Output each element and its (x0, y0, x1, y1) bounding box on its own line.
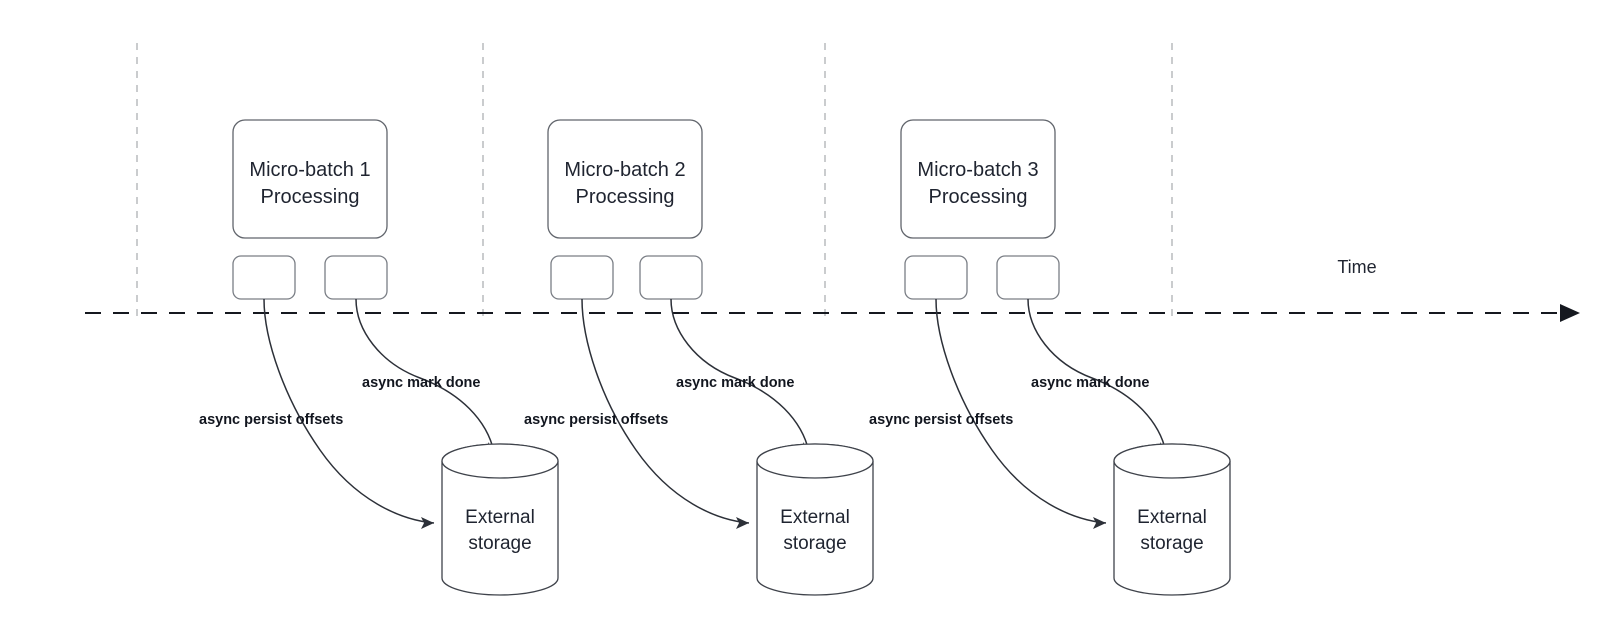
mini-box-markdone-3[interactable] (996, 255, 1060, 300)
micro-batch-box-3[interactable] (900, 119, 1056, 239)
group-2: Micro-batch 2 Processing async persist o… (524, 119, 874, 596)
edge-persist-offsets-3 (935, 298, 1107, 524)
group-3: Micro-batch 3 Processing async persist o… (869, 119, 1231, 596)
micro-batch-box-2[interactable] (547, 119, 703, 239)
edge-persist-offsets-2-arrowhead (736, 517, 749, 529)
edge-label-persist-offsets-1: async persist offsets (199, 412, 343, 428)
edge-persist-offsets-3-arrowhead (1093, 517, 1106, 529)
group-1: Micro-batch 1 Processing async persist o… (199, 119, 559, 596)
external-storage-label-3b: storage (1140, 533, 1203, 554)
mini-box-offsets-2[interactable] (550, 255, 614, 300)
edge-label-mark-done-2: async mark done (676, 375, 794, 391)
micro-batch-subtitle-1: Processing (261, 186, 360, 208)
external-storage-cylinder-top-3 (1113, 443, 1231, 479)
external-storage-label-1b: storage (468, 533, 531, 554)
edge-mark-done-2 (670, 298, 810, 453)
micro-batch-title-1: Micro-batch 1 (249, 159, 370, 181)
micro-batch-title-2: Micro-batch 2 (564, 159, 685, 181)
time-axis: Time (85, 257, 1580, 322)
micro-batch-subtitle-3: Processing (929, 186, 1028, 208)
mini-box-offsets-1[interactable] (232, 255, 296, 300)
external-storage-label-1a: External (465, 507, 535, 528)
micro-batch-title-3: Micro-batch 3 (917, 159, 1038, 181)
external-storage-cylinder-top-1 (441, 443, 559, 479)
external-storage-label-2a: External (780, 507, 850, 528)
edge-persist-offsets-1-arrowhead (421, 517, 434, 529)
edge-label-mark-done-1: async mark done (362, 375, 480, 391)
external-storage-label-3a: External (1137, 507, 1207, 528)
edge-label-mark-done-3: async mark done (1031, 375, 1149, 391)
edge-persist-offsets-1 (263, 298, 435, 524)
edge-mark-done-1 (355, 298, 495, 453)
micro-batch-box-1[interactable] (232, 119, 388, 239)
time-axis-arrowhead (1560, 304, 1580, 322)
mini-box-markdone-1[interactable] (324, 255, 388, 300)
mini-box-offsets-3[interactable] (904, 255, 968, 300)
mini-box-markdone-2[interactable] (639, 255, 703, 300)
edge-mark-done-3 (1027, 298, 1167, 453)
edge-persist-offsets-2 (581, 298, 750, 524)
time-axis-label: Time (1337, 257, 1376, 277)
tick-lines-layer (136, 43, 1173, 318)
external-storage-cylinder-top-2 (756, 443, 874, 479)
edge-label-persist-offsets-3: async persist offsets (869, 412, 1013, 428)
edge-label-persist-offsets-2: async persist offsets (524, 412, 668, 428)
micro-batch-subtitle-2: Processing (576, 186, 675, 208)
external-storage-label-2b: storage (783, 533, 846, 554)
